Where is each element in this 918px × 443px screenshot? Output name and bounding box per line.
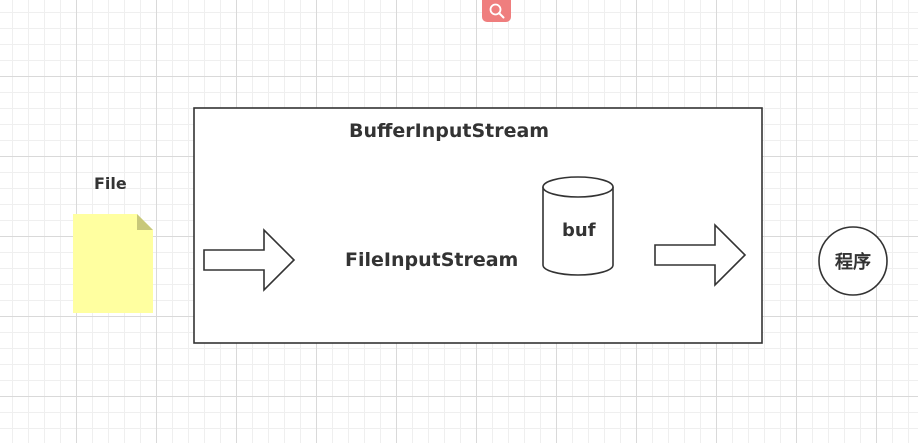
file-document-icon[interactable] bbox=[73, 214, 153, 313]
buffer-input-stream-box[interactable] bbox=[193, 107, 763, 344]
output-arrow[interactable] bbox=[654, 223, 747, 287]
file-label: File bbox=[94, 174, 127, 193]
buffer-input-stream-label: BufferInputStream bbox=[349, 120, 550, 142]
buf-label: buf bbox=[562, 220, 596, 241]
search-icon bbox=[489, 3, 504, 19]
buf-cylinder[interactable] bbox=[542, 176, 614, 276]
file-input-stream-label: FileInputStream bbox=[345, 249, 519, 271]
search-button[interactable] bbox=[482, 0, 511, 22]
program-circle[interactable] bbox=[818, 226, 888, 296]
program-label: 程序 bbox=[835, 252, 871, 273]
input-arrow[interactable] bbox=[203, 228, 296, 292]
